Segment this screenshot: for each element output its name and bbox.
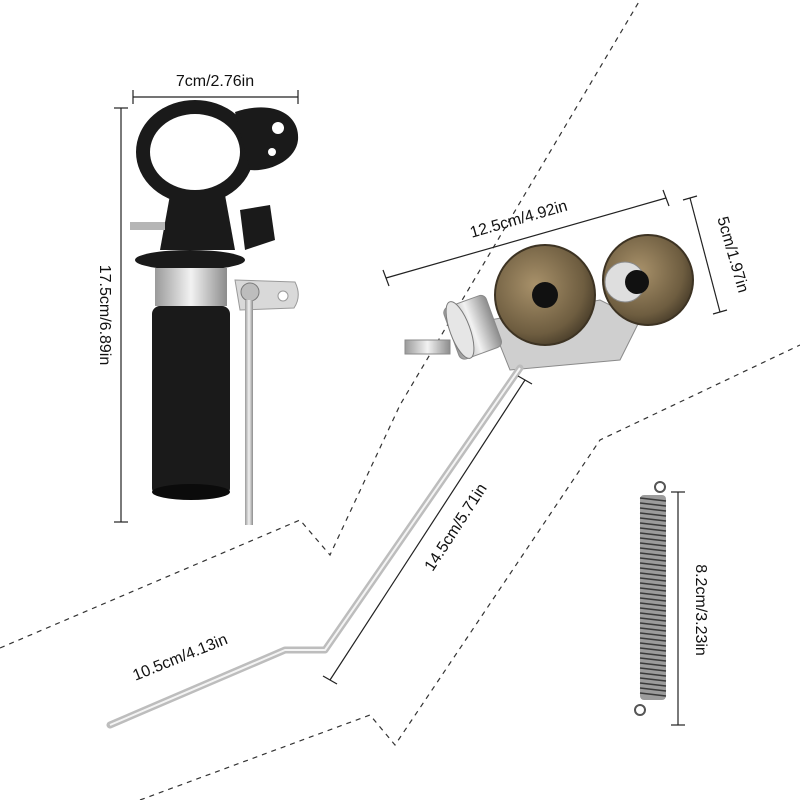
spring-coil-turn <box>639 542 667 547</box>
spring-length-label: 8.2cm/3.23in <box>692 564 709 656</box>
handle-clamp-ring <box>136 100 254 204</box>
depth-rod-nut <box>240 282 260 302</box>
handle-clamp-ear <box>235 107 299 171</box>
spring-hook-top <box>654 481 666 493</box>
spring-coil-turn <box>639 627 667 632</box>
spring-coil-turn <box>639 637 667 642</box>
spring-coil-turn <box>639 672 667 677</box>
spring-coil-turn <box>639 687 667 692</box>
handle-collar-top <box>135 250 245 270</box>
handle-grip <box>152 306 230 496</box>
spring-coil-turn <box>639 577 667 582</box>
spring-coil-turn <box>639 567 667 572</box>
spring-coil-turns <box>639 497 667 697</box>
separator-line-top <box>0 0 641 649</box>
handle-silver-band <box>155 268 227 306</box>
spring-coil-turn <box>639 517 667 522</box>
spring-coil-turn <box>639 532 667 537</box>
spring-coil-turn <box>639 497 667 502</box>
spring-coil-turn <box>639 522 667 527</box>
side-handle <box>130 100 299 525</box>
spring-hook-bottom <box>634 704 646 716</box>
spring-coil-turn <box>639 592 667 597</box>
nibbler-cutter <box>106 234 694 729</box>
spring-coil-turn <box>639 582 667 587</box>
depth-rod <box>245 300 253 525</box>
spring-coil-turn <box>639 562 667 567</box>
rod-long-tick-bottom <box>322 675 338 685</box>
spring-coil-turn <box>639 602 667 607</box>
clamp-hole-1 <box>272 122 284 134</box>
spring-coil-turn <box>639 587 667 592</box>
spring-coil-turn <box>639 612 667 617</box>
spring-coil-turn <box>639 617 667 622</box>
cutter-height-tick-bottom <box>712 309 728 315</box>
spring-coil-turn <box>639 692 667 697</box>
spring-coil-turn <box>639 652 667 657</box>
rod-long-line <box>329 379 526 681</box>
spring-coil-turn <box>639 677 667 682</box>
separator-line-bottom <box>139 344 800 800</box>
bracket-hole <box>277 290 289 302</box>
spring-coil-turn <box>639 607 667 612</box>
handle-width-label: 7cm/2.76in <box>176 73 254 90</box>
spring-coil-turn <box>639 662 667 667</box>
handle-height-label: 17.5cm/6.89in <box>96 265 113 366</box>
cutter-collar-face <box>445 301 475 359</box>
spring-coil-turn <box>639 632 667 637</box>
spring-coil-turn <box>639 647 667 652</box>
spring-coil-turn <box>639 682 667 687</box>
cutter-shaft <box>404 339 451 355</box>
clamp-knob <box>240 205 275 250</box>
spring-coil-turn <box>639 512 667 517</box>
dimension-lines <box>114 90 728 726</box>
spring-coil-turn <box>639 527 667 532</box>
spring-coil-turn <box>639 502 667 507</box>
clamp-hole-2 <box>268 148 276 156</box>
clamp-screw <box>130 222 165 230</box>
spring-coil-turn <box>639 537 667 542</box>
cutter-length-tick-left <box>382 269 390 287</box>
cutter-height-line <box>689 197 721 313</box>
cutter-height-label: 5cm/1.97in <box>713 215 751 295</box>
spring-coil-turn <box>639 572 667 577</box>
spring-coil-turn <box>639 667 667 672</box>
spring-coil-turn <box>639 657 667 662</box>
cutter-length-line <box>385 197 667 279</box>
handle-body <box>160 195 235 250</box>
cutter-length-tick-right <box>662 189 670 207</box>
spring-coil-turn <box>639 557 667 562</box>
handle-grip-end <box>152 484 230 500</box>
spring-coil-turn <box>639 642 667 647</box>
spring-coil-turn <box>639 622 667 627</box>
spring-coil-turn <box>639 552 667 557</box>
spring-coil-turn <box>639 507 667 512</box>
spring-coil-turn <box>639 597 667 602</box>
spring-coil-turn <box>639 547 667 552</box>
cutter-height-tick-top <box>682 195 698 201</box>
rod-long-tick-top <box>517 375 533 385</box>
cutter-wheel-large-hub <box>532 282 558 308</box>
cutter-rod-highlight <box>109 367 521 726</box>
cutter-wheel-small-hub <box>625 270 649 294</box>
spring <box>634 481 667 716</box>
